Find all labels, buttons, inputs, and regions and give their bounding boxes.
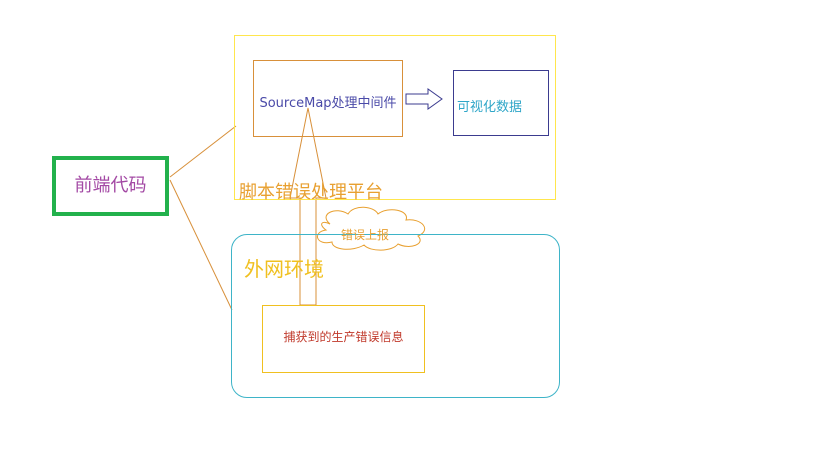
platform-box	[234, 35, 556, 200]
platform-label: 脚本错误处理平台	[239, 182, 383, 203]
visualize-label: 可视化数据	[457, 100, 523, 115]
report-up-arrow	[289, 107, 327, 306]
connector-frontend-platform	[169, 125, 237, 178]
frontend-code-label: 前端代码	[74, 175, 147, 196]
external-env-label: 外网环境	[244, 257, 324, 281]
captured-errors-label: 捕获到的生产错误信息	[283, 330, 404, 344]
external-env-box	[231, 234, 560, 398]
report-cloud	[317, 206, 426, 251]
sourcemap-label: SourceMap处理中间件	[259, 96, 397, 111]
frontend-code-box	[52, 156, 169, 216]
connector-frontend-external	[169, 179, 233, 311]
captured-errors-box	[262, 305, 425, 373]
right-arrow	[405, 88, 443, 110]
visualize-box	[453, 70, 549, 136]
report-label: 错误上报	[340, 228, 389, 242]
sourcemap-box	[253, 60, 403, 137]
